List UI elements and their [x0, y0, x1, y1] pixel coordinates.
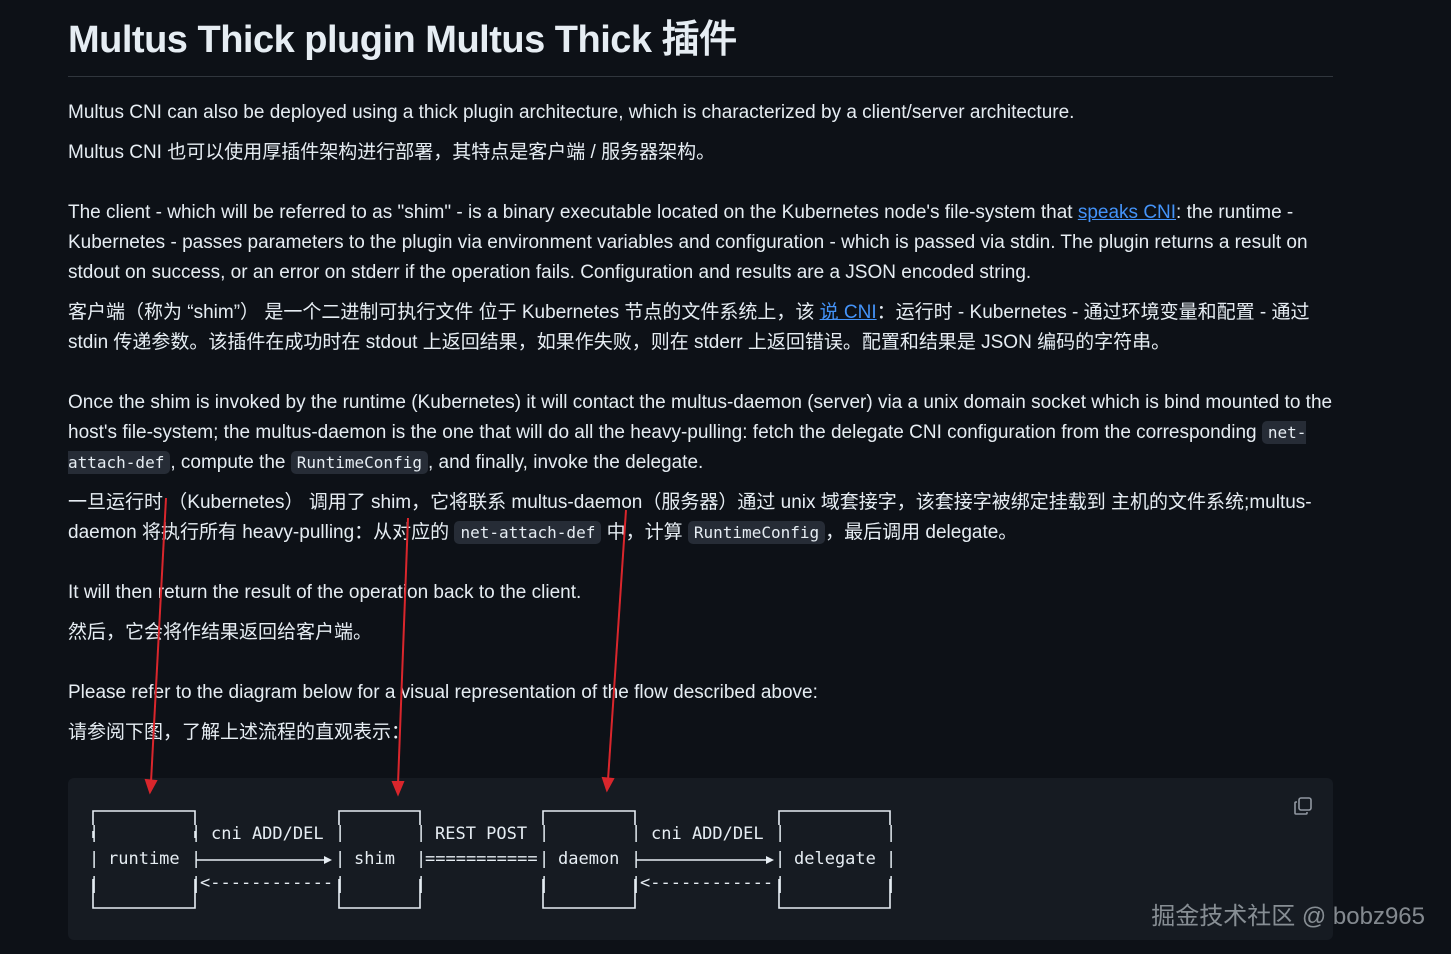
bar: | [631, 849, 641, 869]
bar: | [886, 849, 896, 869]
arrowhead [324, 856, 332, 864]
paragraph-diagram-en: Please refer to the diagram below for a … [68, 682, 818, 703]
article: Multus Thick plugin Multus Thick 插件 Mult… [68, 0, 1333, 743]
delegate-box [778, 810, 891, 909]
bar: | [191, 823, 201, 843]
bar: | [631, 874, 641, 894]
paragraph-client-zh: 客户端（称为 “shim”） 是一个二进制可执行文件 位于 Kubernetes… [68, 298, 1333, 358]
bar: | [775, 823, 785, 843]
inline-code: RuntimeConfig [687, 521, 826, 544]
speaks-cni-link[interactable]: speaks CNI [1077, 202, 1177, 223]
paragraph-intro-zh: Multus CNI 也可以使用厚插件架构进行部署，其特点是客户端 / 服务器架… [68, 142, 716, 163]
flow-diagram: | | | | | | | | | | | | | | | | | | | | … [89, 810, 896, 909]
text-segment: 客户端（称为 “shim”） 是一个二进制可执行文件 位于 Kubernetes… [68, 302, 820, 323]
bar: | [416, 823, 426, 843]
paragraph-return-zh: 然后，它会将作结果返回给客户端。 [68, 622, 373, 643]
inline-code: net-attach-def [454, 521, 602, 544]
bar: | [191, 874, 201, 894]
daemon-box [542, 810, 636, 909]
paragraph-shim-zh: 一旦运行时 （Kubernetes） 调用了 shim，它将联系 multus-… [68, 488, 1333, 548]
bar: | [416, 874, 426, 894]
page-title: Multus Thick plugin Multus Thick 插件 [68, 0, 1333, 77]
bar: | [89, 823, 99, 843]
node-daemon: daemon [558, 849, 619, 869]
edge-label-cni: cni ADD/DEL [211, 824, 324, 844]
text-segment: : the runtime - Kubernetes - passes para… [68, 202, 1308, 283]
edge-label-rest: REST POST [435, 824, 527, 844]
text-segment: Once the shim is invoked by the runtime … [68, 392, 1333, 443]
text-segment: ：运行时 - Kubernetes - 通过环境变量和配置 - 通过 stdin… [68, 302, 1310, 353]
paragraph-shim-en: Once the shim is invoked by the runtime … [68, 388, 1333, 478]
bar: | [89, 849, 99, 869]
bar: | [335, 874, 345, 894]
bar: | [539, 874, 549, 894]
bar: | [775, 849, 785, 869]
arrowhead [766, 856, 774, 864]
paragraph-intro-en: Multus CNI can also be deployed using a … [68, 102, 1075, 123]
bar: | [89, 874, 99, 894]
text-segment: , compute the [170, 452, 291, 473]
text-segment: The client - which will be referred to a… [68, 202, 1078, 223]
paragraph-client-en: The client - which will be referred to a… [68, 198, 1333, 288]
edge-line-rest: =========== [425, 849, 538, 869]
watermark: 掘金技术社区 @ bobz965 [1151, 903, 1425, 930]
paragraph-diagram-zh: 请参阅下图，了解上述流程的直观表示： [68, 722, 411, 743]
runtime-box [92, 810, 196, 909]
bar: | [539, 823, 549, 843]
text-segment: 中，计算 [601, 522, 688, 543]
node-runtime: runtime [108, 849, 180, 869]
text-segment: , and finally, invoke the delegate. [427, 452, 704, 473]
return-line-2: <------------ [640, 873, 773, 893]
inline-code: RuntimeConfig [290, 451, 428, 474]
code-block: | | | | | | | | | | | | | | | | | | | | … [68, 778, 1333, 940]
annotation-arrow-daemon [607, 509, 627, 781]
edge-label-cni-2: cni ADD/DEL [651, 824, 764, 844]
text-segment: ，最后调用 delegate。 [825, 522, 1018, 543]
bar: | [775, 874, 785, 894]
node-shim: shim [354, 849, 395, 869]
bar: | [631, 823, 641, 843]
copy-icon[interactable] [1293, 796, 1313, 816]
shim-box [338, 810, 421, 909]
bar: | [335, 823, 345, 843]
bar: | [335, 849, 345, 869]
bar: | [191, 849, 201, 869]
bar: | [886, 874, 896, 894]
bar: | [886, 823, 896, 843]
speaks-cni-link-zh[interactable]: 说 CNI [819, 302, 877, 323]
node-delegate: delegate [794, 849, 876, 869]
bar: | [416, 849, 426, 869]
return-line-1: <------------ [200, 873, 333, 893]
paragraph-return-en: It will then return the result of the op… [68, 582, 582, 603]
bar: | [539, 849, 549, 869]
